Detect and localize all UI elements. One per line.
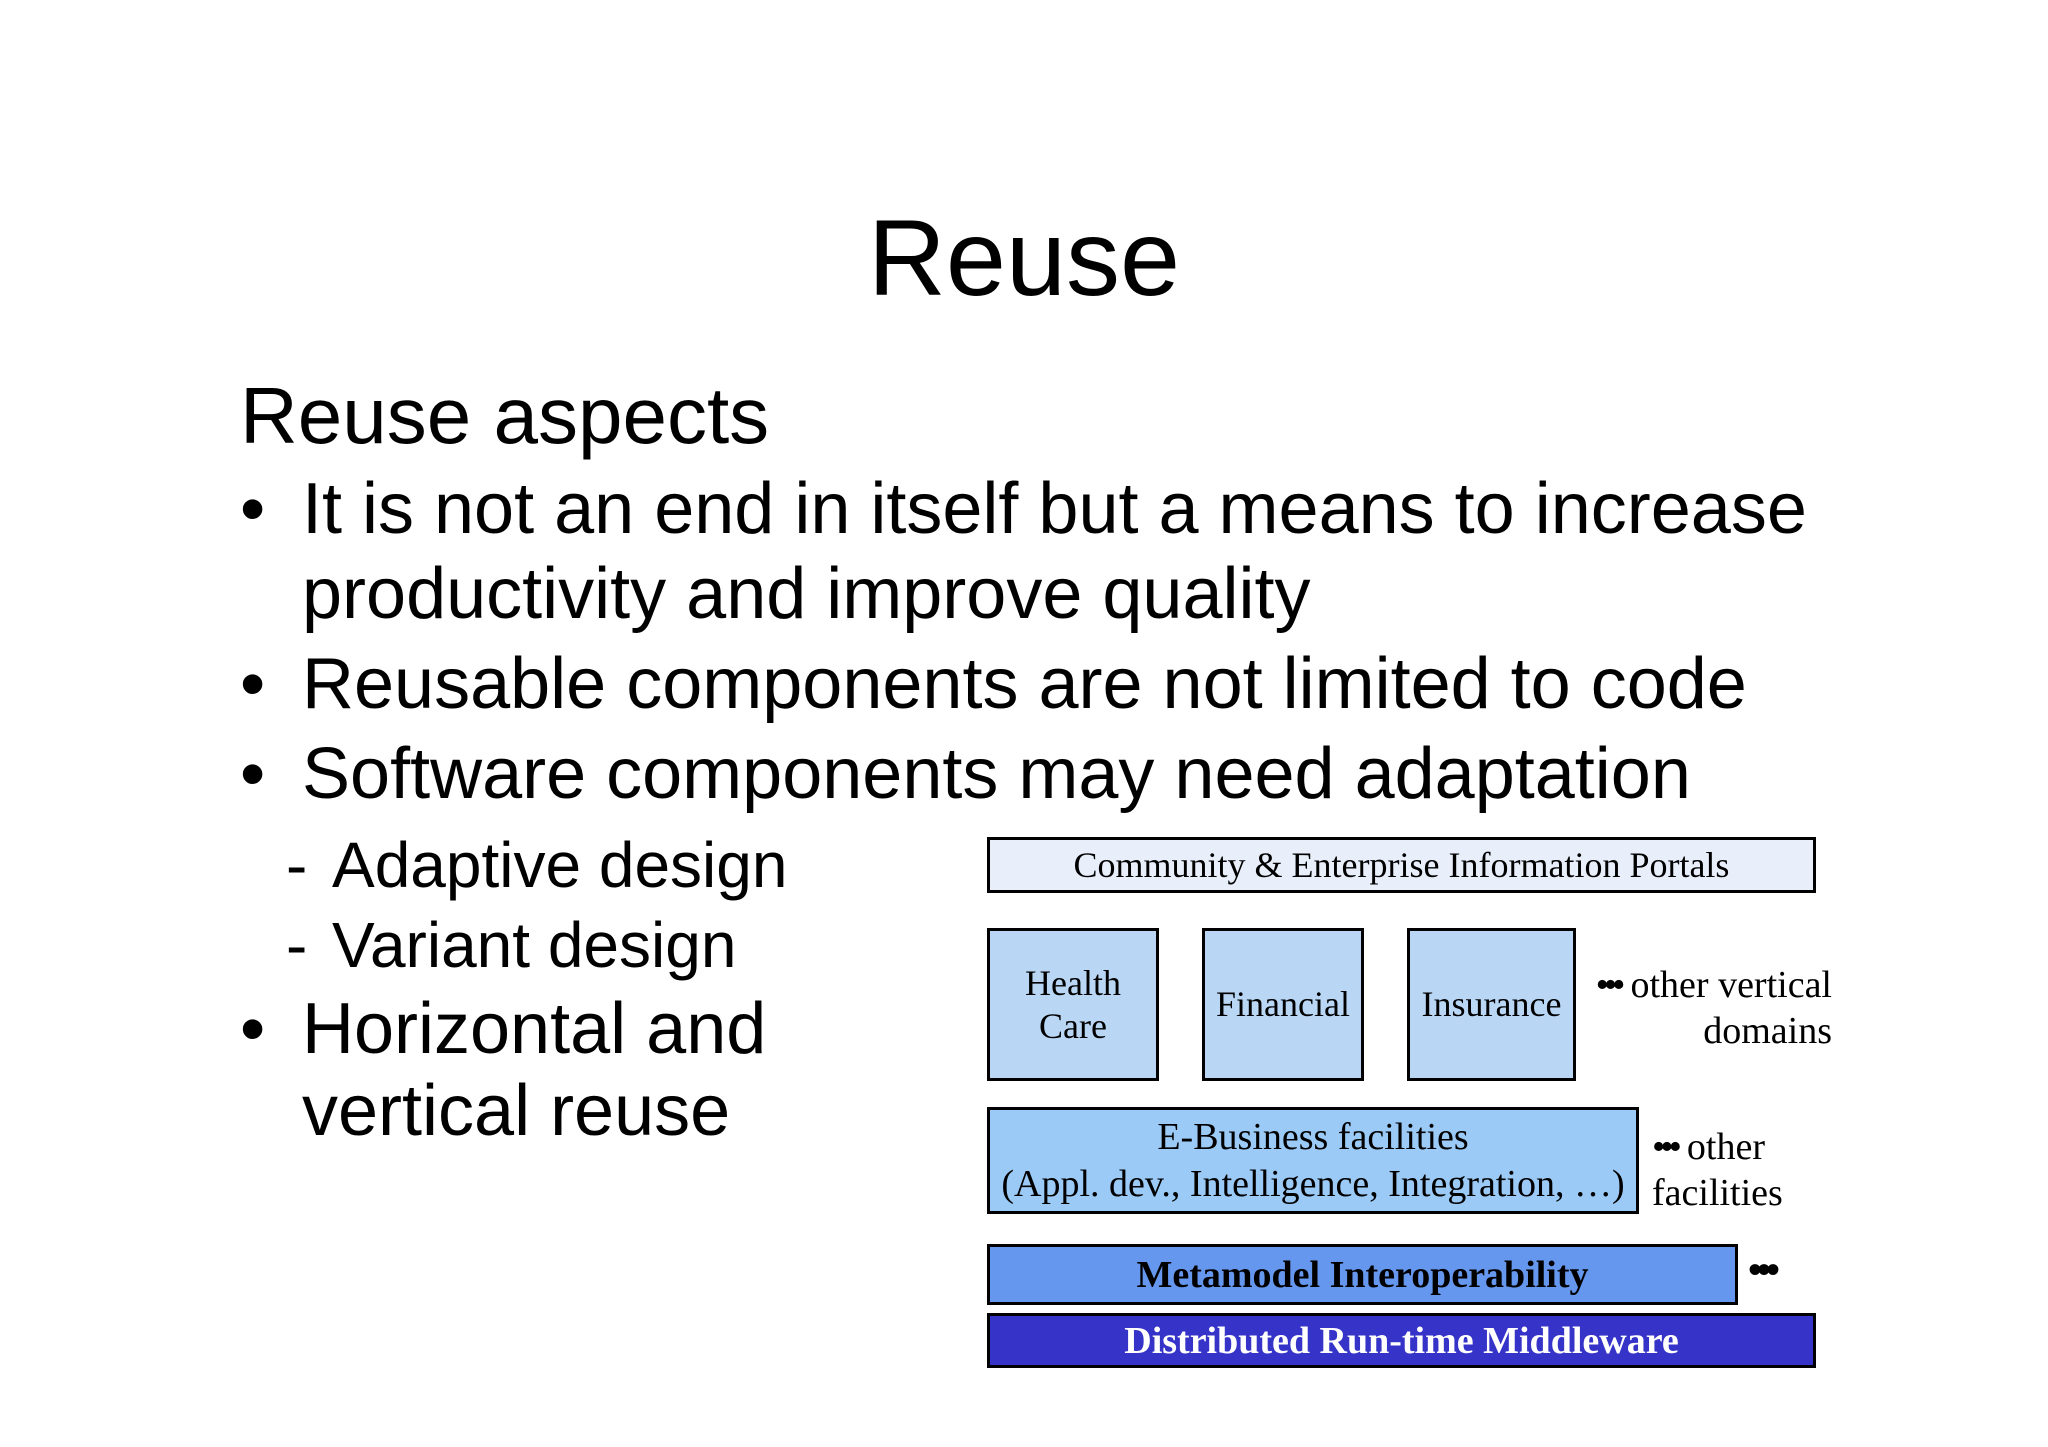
sub-bullet-item: -Variant design (286, 913, 736, 977)
bullet-item: •Reusable components are not limited to … (240, 648, 1747, 720)
section-heading: Reuse aspects (240, 371, 770, 460)
metamodel-bar: Metamodel Interoperability (987, 1244, 1738, 1305)
domain-box-insurance: Insurance (1407, 928, 1576, 1081)
domain-box-label: Health Care (1025, 963, 1121, 1046)
other-facilities-label: •••other facilities (1652, 1124, 1783, 1216)
ellipsis-dots-icon: ••• (1595, 964, 1626, 1006)
metamodel-label: Metamodel Interoperability (1136, 1253, 1589, 1296)
other-vertical-domains-label: •••other vertical domains (1560, 962, 1832, 1054)
bullet-item: •Software components may need adaptation (240, 738, 1691, 810)
ebusiness-label-line1: E-Business facilities (1157, 1116, 1469, 1159)
ellipsis-dots-icon: ••• (1652, 1126, 1682, 1168)
sub-bullet-item: -Adaptive design (286, 833, 787, 897)
slide-title: Reuse (867, 197, 1181, 318)
domain-box-label: Insurance (1421, 984, 1562, 1025)
ellipsis-dots-icon: ••• (1748, 1247, 1780, 1292)
bullet-marker: • (240, 644, 266, 724)
domain-box-label: Financial (1216, 984, 1350, 1025)
other-vertical-text: other vertical (1630, 964, 1832, 1006)
bullet-item: •It is not an end in itself but a means … (240, 473, 1807, 545)
domain-box-financial: Financial (1202, 928, 1364, 1081)
other-facilities-text: other (1686, 1126, 1765, 1168)
bullet-text: Horizontal and (302, 989, 767, 1069)
bullet-marker: • (240, 734, 266, 814)
middleware-bar: Distributed Run-time Middleware (987, 1313, 1816, 1368)
other-facilities-text2: facilities (1652, 1172, 1783, 1214)
bullet-marker: • (240, 469, 266, 549)
bullet-text-wrap: productivity and improve quality (302, 554, 1311, 634)
portals-label: Community & Enterprise Information Porta… (1073, 845, 1730, 885)
portals-bar: Community & Enterprise Information Porta… (987, 837, 1816, 893)
domain-box-health-care: Health Care (987, 928, 1159, 1081)
dash-marker: - (286, 829, 308, 901)
bullet-text: Reusable components are not limited to c… (302, 644, 1747, 724)
bullet-text: It is not an end in itself but a means t… (302, 469, 1807, 549)
bullet-marker: • (240, 989, 266, 1069)
bullet-item: •Horizontal and (240, 993, 766, 1065)
middleware-label: Distributed Run-time Middleware (1124, 1319, 1679, 1362)
other-vertical-text2: domains (1703, 1010, 1832, 1052)
bullet-text-wrap: vertical reuse (302, 1071, 731, 1151)
dash-marker: - (286, 909, 308, 981)
bullet-text: Software components may need adaptation (302, 734, 1691, 814)
sub-bullet-text: Variant design (332, 909, 737, 981)
sub-bullet-text: Adaptive design (332, 829, 788, 901)
ebusiness-bar: E-Business facilities (Appl. dev., Intel… (987, 1107, 1639, 1214)
ebusiness-label-line2: (Appl. dev., Intelligence, Integration, … (1001, 1162, 1625, 1205)
